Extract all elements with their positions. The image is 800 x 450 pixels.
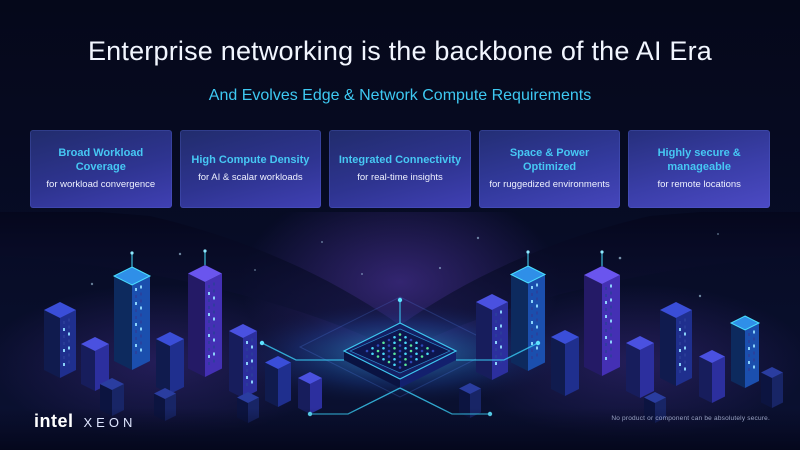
city-illustration <box>0 212 800 450</box>
card-body: for real-time insights <box>357 172 443 184</box>
card-heading: Integrated Connectivity <box>338 153 462 166</box>
card-body: for ruggedized environments <box>489 179 610 191</box>
xeon-logo-text: XEON <box>83 415 137 430</box>
card-high-compute-density: High Compute Density for AI & scalar wor… <box>179 130 322 208</box>
city-buildings <box>44 249 783 423</box>
card-body: for AI & scalar workloads <box>198 172 303 184</box>
intel-xeon-logo: intel XEON <box>34 411 136 432</box>
circuit-board-outline <box>298 296 502 398</box>
card-heading: High Compute Density <box>191 153 310 166</box>
cpu-chip <box>342 322 458 388</box>
intel-logo-text: intel <box>34 411 74 431</box>
card-broad-workload-coverage: Broad Workload Coverage for workload con… <box>30 130 172 208</box>
card-heading: Highly secure & manageable <box>657 146 741 173</box>
feature-cards-row: Broad Workload Coverage for workload con… <box>30 130 770 208</box>
card-body: for workload convergence <box>46 179 156 191</box>
card-heading: Space & Power Optimized <box>509 146 590 173</box>
disclaimer-text: No product or component can be absolutel… <box>611 415 770 422</box>
slide-subtitle: And Evolves Edge & Network Compute Requi… <box>208 87 592 104</box>
slide-title: Enterprise networking is the backbone of… <box>87 36 713 66</box>
card-body: for remote locations <box>657 179 741 191</box>
card-integrated-connectivity: Integrated Connectivity for real-time in… <box>329 130 471 208</box>
card-heading: Broad Workload Coverage <box>58 146 144 173</box>
card-space-power-optimized: Space & Power Optimized for ruggedized e… <box>478 130 621 208</box>
card-highly-secure-manageable: Highly secure & manageable for remote lo… <box>628 130 770 208</box>
